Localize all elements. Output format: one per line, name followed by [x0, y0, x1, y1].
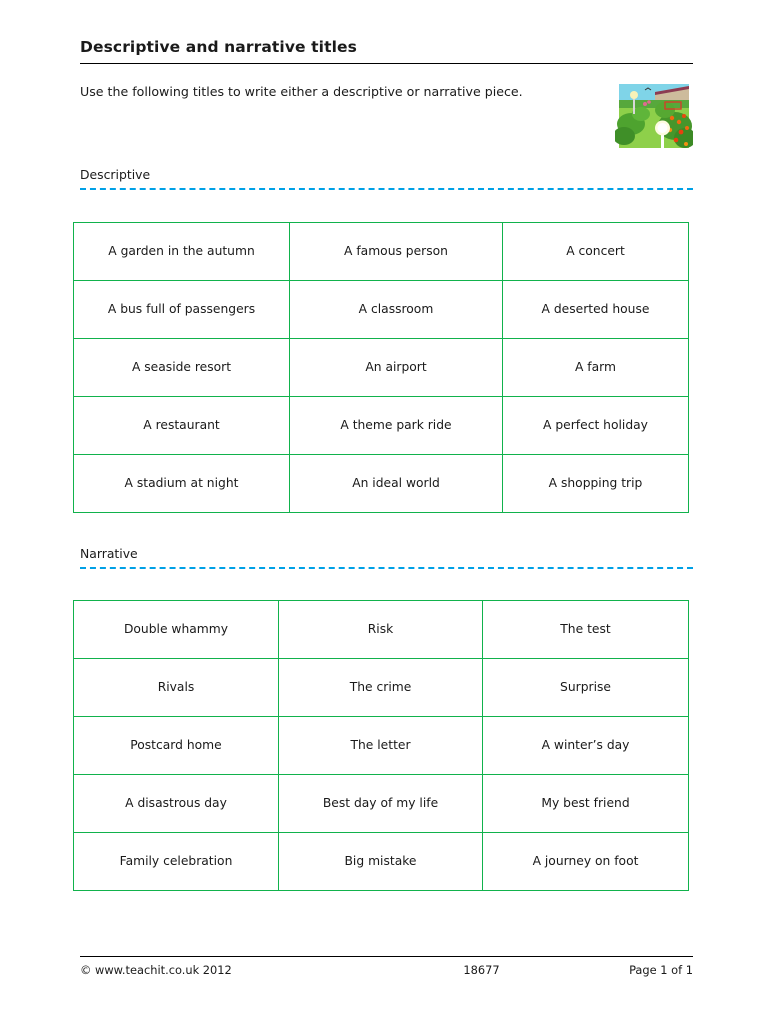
table-row: Family celebration Big mistake A journey… [73, 832, 689, 891]
table-cell[interactable]: A famous person [289, 222, 503, 281]
table-row: A disastrous day Best day of my life My … [73, 774, 689, 833]
table-row: Double whammy Risk The test [73, 600, 689, 659]
table-cell[interactable]: A shopping trip [502, 454, 689, 513]
table-row: A seaside resort An airport A farm [73, 338, 689, 397]
table-cell[interactable]: A theme park ride [289, 396, 503, 455]
table-cell[interactable]: Double whammy [73, 600, 279, 659]
garden-illustration-graphic [615, 80, 693, 152]
table-cell[interactable]: A bus full of passengers [73, 280, 290, 339]
section-descriptive: Descriptive [80, 167, 693, 190]
narrative-titles-table: Double whammy Risk The test Rivals The c… [73, 600, 689, 891]
table-cell[interactable]: The test [482, 600, 689, 659]
document-header: Descriptive and narrative titles [80, 38, 693, 64]
table-cell[interactable]: An ideal world [289, 454, 503, 513]
footer-row: © www.teachit.co.uk 2012 18677 Page 1 of… [80, 963, 693, 977]
intro-row: Use the following titles to write either… [80, 80, 693, 152]
table-cell[interactable]: A journey on foot [482, 832, 689, 891]
dashed-divider-narrative [80, 566, 693, 569]
table-cell[interactable]: Risk [278, 600, 483, 659]
section-heading-descriptive: Descriptive [80, 167, 151, 182]
table-cell[interactable]: Postcard home [73, 716, 279, 775]
table-cell[interactable]: A farm [502, 338, 689, 397]
table-cell[interactable]: A winter’s day [482, 716, 689, 775]
table-cell[interactable]: A classroom [289, 280, 503, 339]
table-cell[interactable]: Best day of my life [278, 774, 483, 833]
title-divider [80, 62, 693, 64]
section-narrative: Narrative [80, 546, 693, 569]
table-cell[interactable]: A seaside resort [73, 338, 290, 397]
table-row: A restaurant A theme park ride A perfect… [73, 396, 689, 455]
page-title: Descriptive and narrative titles [80, 38, 357, 56]
table-row: A stadium at night An ideal world A shop… [73, 454, 689, 513]
table-row: Rivals The crime Surprise [73, 658, 689, 717]
table-cell[interactable]: A disastrous day [73, 774, 279, 833]
section-heading-narrative: Narrative [80, 546, 138, 561]
table-cell[interactable]: Rivals [73, 658, 279, 717]
table-cell[interactable]: A concert [502, 222, 689, 281]
dashed-divider-descriptive [80, 187, 693, 190]
table-cell[interactable]: The crime [278, 658, 483, 717]
footer-divider [80, 956, 693, 957]
page-footer: © www.teachit.co.uk 2012 18677 Page 1 of… [80, 956, 693, 977]
table-cell[interactable]: Surprise [482, 658, 689, 717]
footer-page-number: Page 1 of 1 [629, 963, 693, 977]
table-cell[interactable]: The letter [278, 716, 483, 775]
footer-copyright: © www.teachit.co.uk 2012 [80, 963, 232, 977]
table-cell[interactable]: My best friend [482, 774, 689, 833]
table-cell[interactable]: An airport [289, 338, 503, 397]
table-cell[interactable]: A perfect holiday [502, 396, 689, 455]
table-cell[interactable]: A restaurant [73, 396, 290, 455]
table-cell[interactable]: Family celebration [73, 832, 279, 891]
garden-illustration [615, 80, 693, 152]
table-row: A bus full of passengers A classroom A d… [73, 280, 689, 339]
descriptive-titles-table: A garden in the autumn A famous person A… [73, 222, 689, 513]
table-row: A garden in the autumn A famous person A… [73, 222, 689, 281]
table-row: Postcard home The letter A winter’s day [73, 716, 689, 775]
table-cell[interactable]: A deserted house [502, 280, 689, 339]
intro-paragraph: Use the following titles to write either… [80, 84, 523, 99]
table-cell[interactable]: A garden in the autumn [73, 222, 290, 281]
table-cell[interactable]: A stadium at night [73, 454, 290, 513]
table-cell[interactable]: Big mistake [278, 832, 483, 891]
footer-reference: 18677 [463, 963, 500, 977]
